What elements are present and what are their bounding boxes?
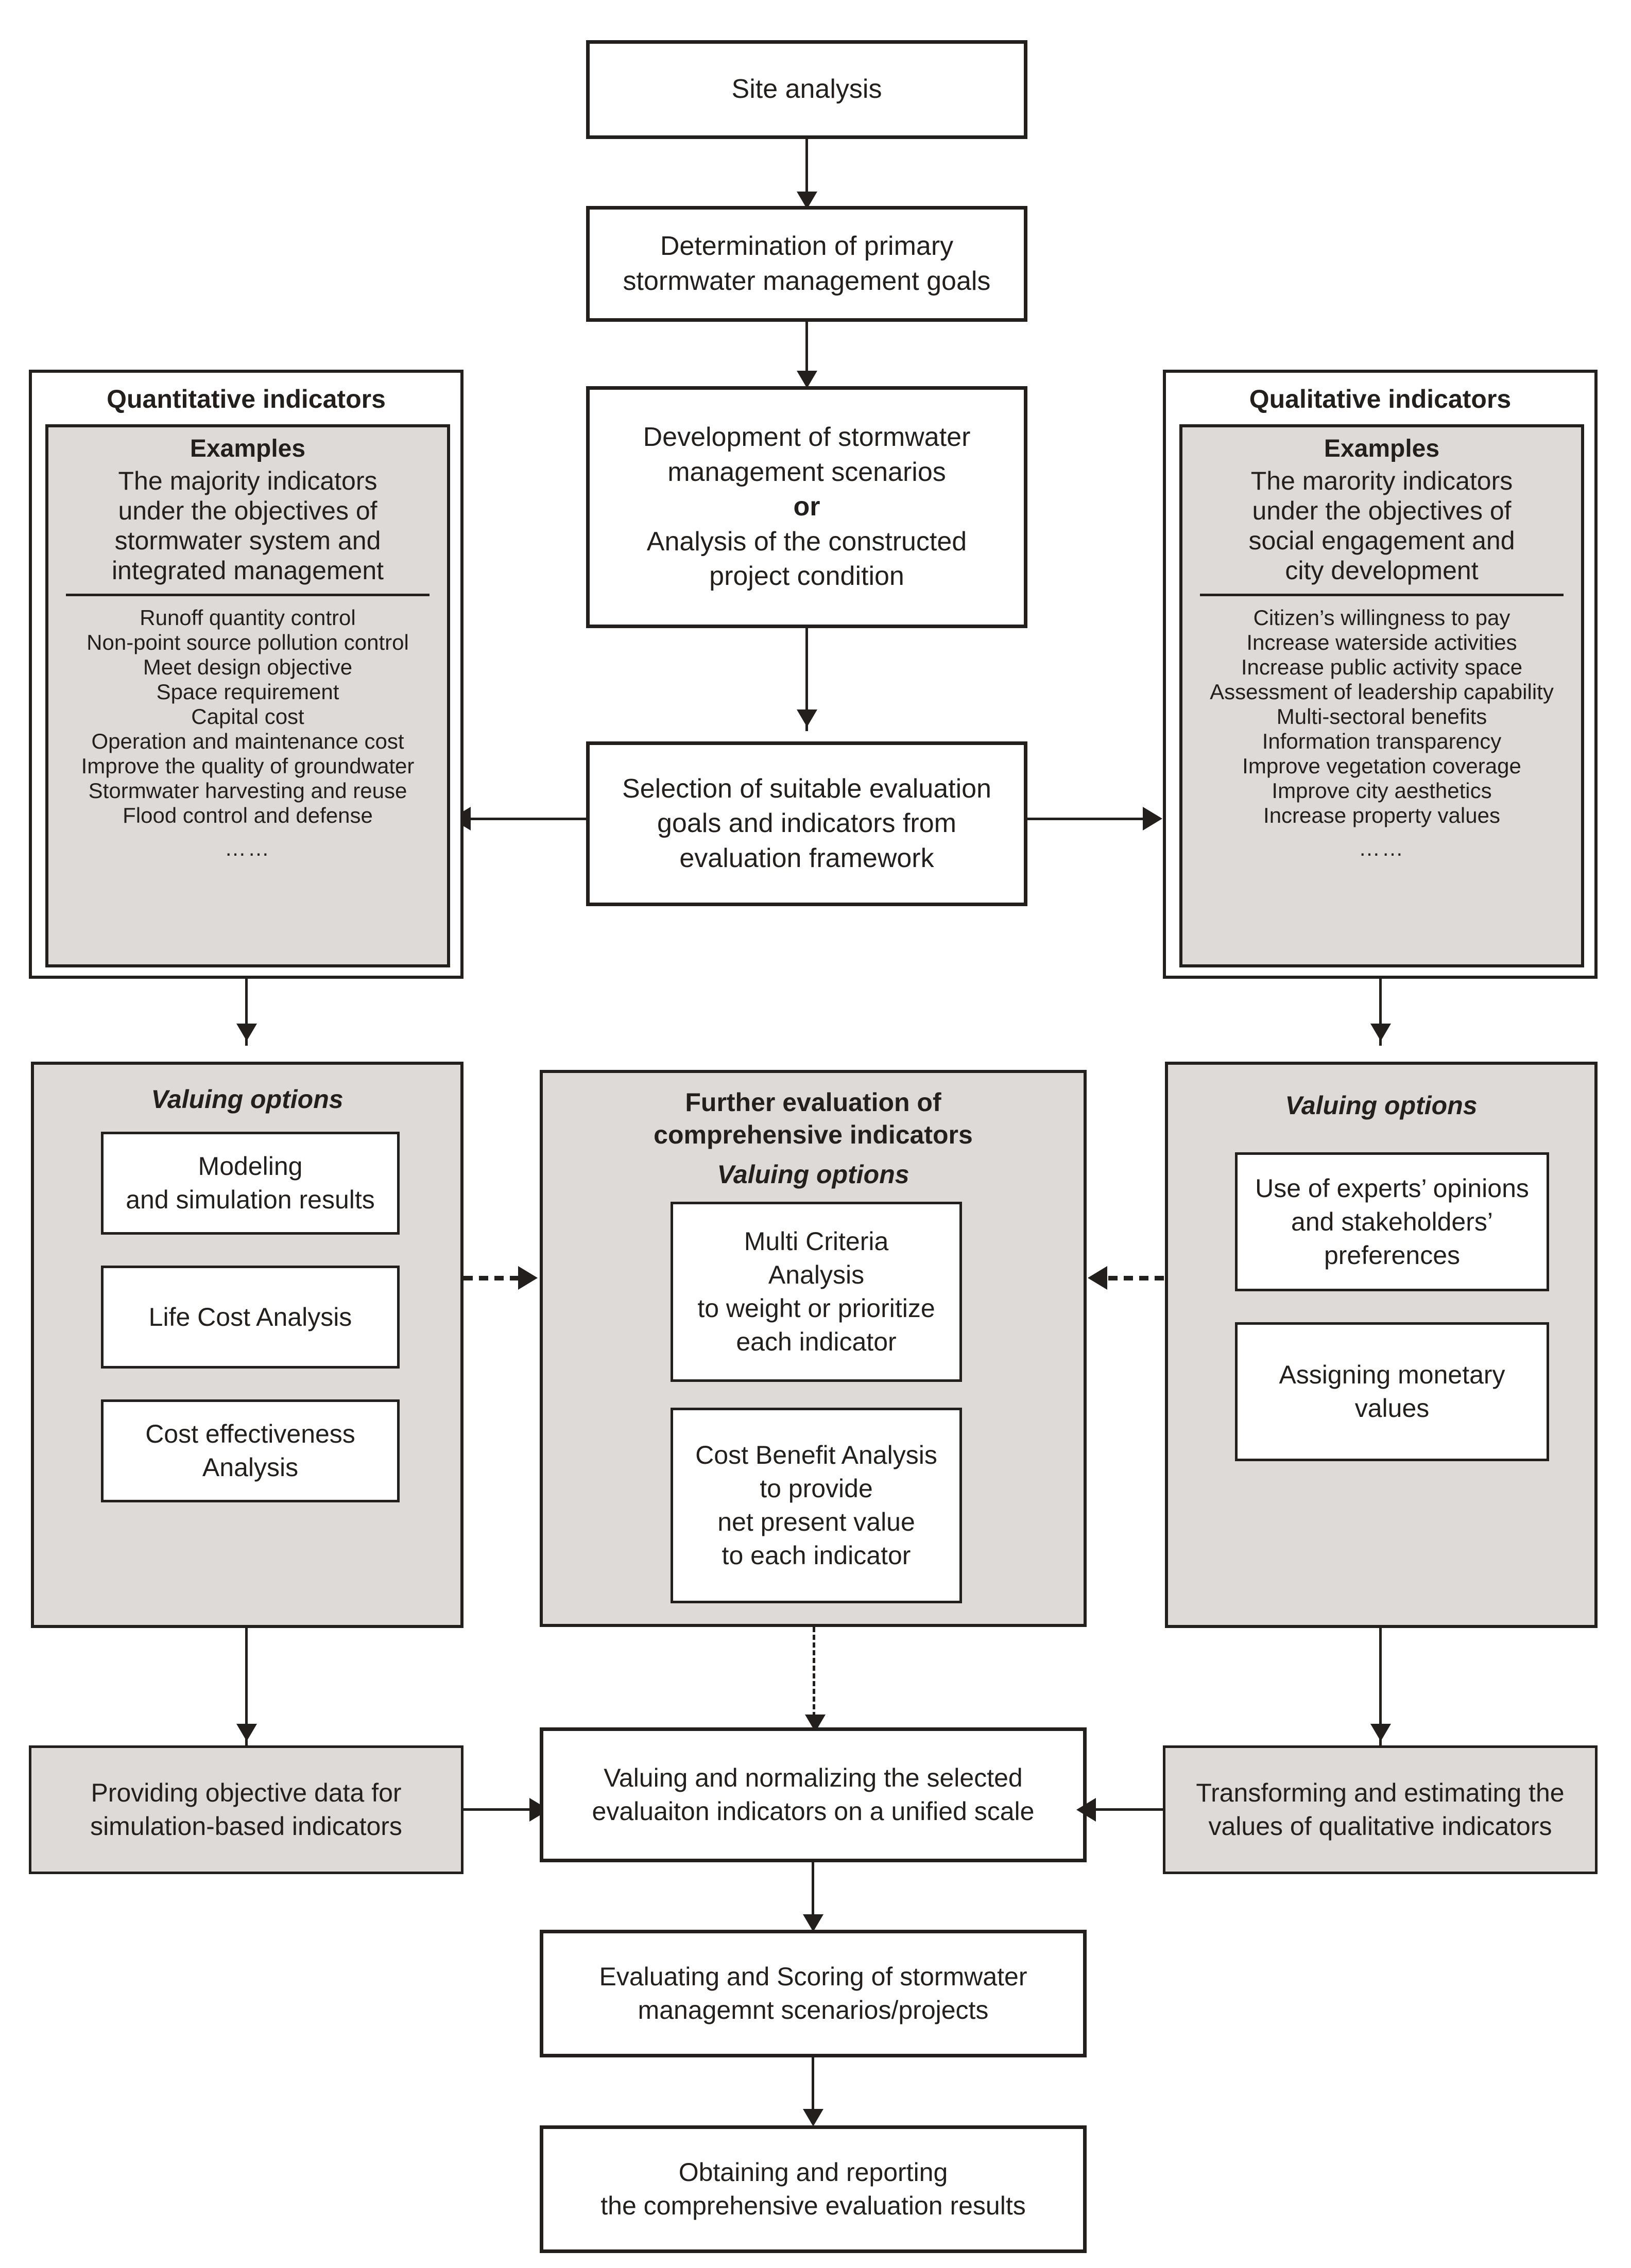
connector-quantitative-to-left-valuing — [245, 979, 248, 1046]
divider-quantitative — [66, 594, 430, 596]
node-obtaining-reporting: Obtaining and reporting the comprehensiv… — [540, 2125, 1087, 2253]
arrowhead-down-2 — [797, 371, 817, 388]
node-selection-line2: goals and indicators from — [657, 808, 956, 839]
option-cost-benefit-analysis: Cost Benefit Analysis to provide net pre… — [671, 1408, 962, 1603]
node-determination-line2: stormwater management goals — [623, 266, 991, 296]
connector-development-to-selection — [805, 628, 808, 731]
list-qualitative: Citizen’s willingness to pay Increase wa… — [1189, 605, 1575, 861]
node-selection-line1: Selection of suitable evaluation — [622, 773, 991, 804]
list-item: Improve city aesthetics — [1272, 778, 1492, 803]
arrowhead-down-9 — [803, 1914, 823, 1932]
option-modeling-simulation: Modeling and simulation results — [101, 1132, 400, 1235]
node-evaluating-scoring: Evaluating and Scoring of stormwater man… — [540, 1930, 1087, 2057]
list-item: Assessment of leadership capability — [1210, 680, 1554, 704]
list-item: Operation and maintenance cost — [91, 729, 404, 753]
connector-determination-to-development — [805, 322, 808, 373]
list-item: Improve the quality of groundwater — [81, 754, 415, 778]
list-item: Non-point source pollution control — [87, 630, 409, 654]
list-item: Flood control and defense — [123, 803, 373, 827]
list-item: Meet design objective — [143, 655, 353, 679]
panel-left-valuing-options: Valuing options Modeling and simulation … — [31, 1062, 463, 1628]
connector-site-to-determination — [805, 139, 808, 194]
node-selection: Selection of suitable evaluation goals a… — [586, 741, 1027, 906]
arrowhead-down-3 — [797, 709, 817, 727]
list-ellipsis: …… — [225, 836, 271, 860]
connector-selection-to-qualitative — [1026, 818, 1144, 820]
arrowhead-right-1 — [1143, 807, 1162, 830]
arrowhead-down-5 — [1370, 1024, 1391, 1041]
connector-selection-to-quantitative — [470, 818, 587, 820]
list-item: Information transparency — [1262, 729, 1502, 753]
node-development-line1: Development of stormwater — [643, 422, 971, 453]
list-item: Space requirement — [156, 680, 339, 704]
node-development-or: or — [793, 492, 820, 522]
node-development: Development of stormwater management sce… — [586, 386, 1027, 628]
node-site-analysis-label: Site analysis — [731, 74, 882, 105]
center-valuing-title: Further evaluation of comprehensive indi… — [654, 1088, 973, 1149]
option-life-cost-analysis: Life Cost Analysis — [101, 1266, 400, 1369]
list-item: Improve vegetation coverage — [1242, 754, 1521, 778]
arrowhead-down-6 — [236, 1724, 257, 1741]
arrowhead-down-4 — [236, 1024, 257, 1041]
examples-description-quantitative: The majority indicators under the object… — [111, 466, 384, 585]
node-determination-line1: Determination of primary — [660, 231, 954, 261]
arrowhead-left-3 — [1076, 1798, 1096, 1822]
panel-right-valuing-options: Valuing options Use of experts’ opinions… — [1165, 1062, 1598, 1628]
panel-quantitative-indicators: Quantitative indicators Examples The maj… — [29, 370, 463, 979]
examples-description-qualitative: The marority indicators under the object… — [1248, 466, 1515, 585]
option-expert-opinions: Use of experts’ opinions and stakeholder… — [1235, 1152, 1549, 1291]
node-providing-objective-data: Providing objective data for simulation-… — [29, 1745, 463, 1874]
list-ellipsis: …… — [1359, 836, 1405, 860]
node-selection-line3: evaluation framework — [679, 843, 934, 873]
node-site-analysis: Site analysis — [586, 40, 1027, 139]
list-item: Runoff quantity control — [140, 605, 356, 630]
dashed-connector-center-valuing-to-bottom — [813, 1627, 815, 1725]
node-development-line3: Analysis of the constructed — [646, 526, 967, 557]
option-assigning-monetary-values: Assigning monetary values — [1235, 1322, 1549, 1461]
examples-label-quantitative: Examples — [190, 435, 306, 462]
list-item: Multi-sectoral benefits — [1276, 704, 1487, 729]
right-valuing-heading: Valuing options — [1285, 1091, 1478, 1120]
panel-center-valuing-options: Further evaluation of comprehensive indi… — [540, 1070, 1087, 1627]
list-item: Increase public activity space — [1241, 655, 1523, 679]
list-item: Citizen’s willingness to pay — [1253, 605, 1510, 630]
option-life-cost-analysis-label: Life Cost Analysis — [148, 1302, 352, 1331]
connector-bottomright-to-bottomcenter — [1096, 1808, 1163, 1811]
node-valuing-normalizing: Valuing and normalizing the selected eva… — [540, 1727, 1087, 1862]
node-transforming-estimating: Transforming and estimating the values o… — [1163, 1745, 1598, 1874]
connector-left-valuing-to-bottom — [245, 1628, 248, 1746]
node-development-line4: project condition — [709, 561, 904, 592]
list-item: Increase waterside activities — [1246, 630, 1517, 654]
list-item: Stormwater harvesting and reuse — [88, 778, 407, 803]
examples-label-qualitative: Examples — [1324, 435, 1440, 462]
center-valuing-heading: Valuing options — [717, 1160, 909, 1189]
list-item: Capital cost — [191, 704, 304, 729]
divider-qualitative — [1200, 594, 1564, 596]
connector-right-valuing-to-bottom — [1379, 1628, 1382, 1746]
arrowhead-down-10 — [803, 2109, 823, 2126]
connector-qualitative-to-right-valuing — [1379, 979, 1382, 1046]
dashed-connector-left-to-center — [463, 1276, 519, 1280]
list-item: Increase property values — [1263, 803, 1500, 827]
arrowhead-left-2 — [1088, 1266, 1107, 1290]
option-multi-criteria-analysis: Multi Criteria Analysis to weight or pri… — [671, 1202, 962, 1382]
panel-quantitative-title: Quantitative indicators — [107, 385, 386, 413]
node-determination: Determination of primary stormwater mana… — [586, 206, 1027, 322]
panel-qualitative-indicators: Qualitative indicators Examples The maro… — [1163, 370, 1598, 979]
connector-valuing-to-evaluating — [812, 1862, 814, 1919]
arrowhead-right-2 — [518, 1266, 538, 1290]
list-quantitative: Runoff quantity control Non-point source… — [55, 605, 441, 861]
dashed-connector-right-to-center — [1108, 1276, 1164, 1280]
option-cost-effectiveness-analysis: Cost effectiveness Analysis — [101, 1399, 400, 1502]
left-valuing-heading: Valuing options — [151, 1085, 344, 1114]
connector-evaluating-to-obtaining — [812, 2057, 814, 2114]
arrowhead-down-8 — [1370, 1724, 1391, 1741]
examples-box-qualitative: Examples The marority indicators under t… — [1179, 424, 1584, 967]
node-development-line2: management scenarios — [667, 457, 946, 487]
panel-qualitative-title: Qualitative indicators — [1249, 385, 1512, 413]
connector-bottomleft-to-bottomcenter — [463, 1808, 530, 1811]
examples-box-quantitative: Examples The majority indicators under t… — [45, 424, 450, 967]
